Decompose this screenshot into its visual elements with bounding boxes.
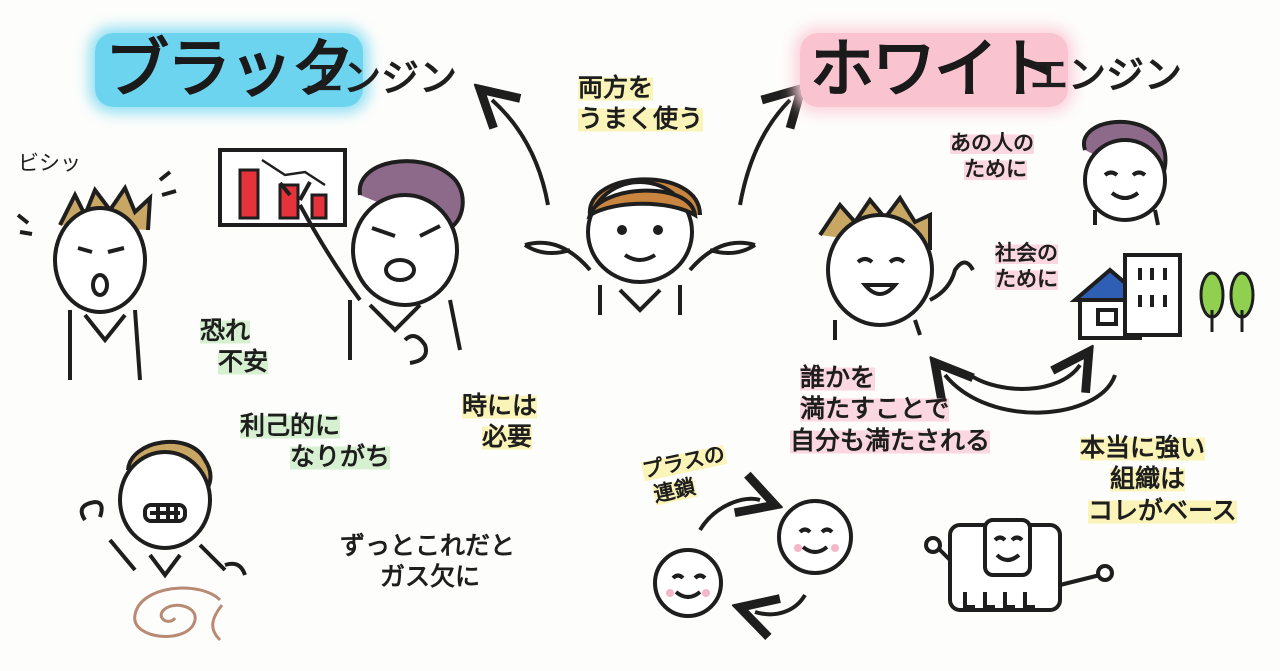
arrow-to-black — [492, 100, 550, 206]
fulfill-line3: 自分も満たされる — [790, 425, 991, 455]
for-society-line1: 社会の — [995, 241, 1058, 265]
fulfill-line1: 誰かを — [800, 363, 876, 392]
exhausted-man-illustration — [79, 439, 247, 579]
gas-empty-line2: ガス欠に — [380, 562, 481, 592]
arrow-to-white — [738, 100, 790, 206]
white-engine-title: ホワイト — [800, 30, 1068, 110]
center-note-line2: うまく使う — [578, 104, 704, 134]
black-title-main: ブラック — [95, 33, 363, 107]
angry-presenter-illustration — [278, 159, 465, 365]
society-icon — [1069, 253, 1182, 340]
robot-illustration — [924, 518, 1114, 612]
for-person-note: あの人の ために — [950, 130, 1034, 183]
cycle-arrow-bottom — [945, 375, 1117, 415]
tree-icons — [1199, 271, 1255, 332]
sometimes-note: 時には 必要 — [462, 390, 538, 453]
center-note: 両方を うまく使う — [578, 72, 704, 135]
for-society-note: 社会の ために — [995, 240, 1058, 293]
strong-org-note: 本当に強い 組織は コレがベース — [1080, 432, 1237, 526]
happy-man-illustration — [818, 194, 975, 340]
sometimes-line2: 必要 — [482, 422, 533, 452]
white-title-main: ホワイト — [800, 33, 1068, 107]
for-person-line2: ために — [964, 157, 1027, 182]
for-society-line2: ために — [995, 267, 1058, 292]
black-engine-subtitle: エンジン — [305, 56, 458, 100]
white-engine-subtitle: エンジン — [1030, 53, 1183, 97]
cycle-arrow-top — [968, 365, 1080, 389]
gas-empty-line1: ずっとこれだと — [340, 531, 516, 560]
fear-note: 恐れ 不安 — [200, 315, 269, 378]
fear-line2: 不安 — [218, 347, 269, 377]
sfx-text: ビシッ — [18, 151, 81, 175]
center-note-line1: 両方を — [578, 73, 654, 102]
fulfill-note: 誰かを 満たすことで 自分も満たされる — [790, 362, 991, 456]
black-engine-title: ブラック — [95, 30, 363, 110]
sometimes-line1: 時には — [462, 391, 538, 420]
selfish-note: 利己的に なりがち — [240, 410, 391, 473]
strong-org-line2: 組織は — [1110, 464, 1186, 494]
shocked-man-illustration — [16, 170, 177, 381]
for-person-line1: あの人の — [950, 131, 1034, 155]
fulfill-line2: 満たすことで — [800, 394, 950, 424]
curly-person-illustration — [1082, 119, 1168, 226]
spiral-smoke-icon — [133, 586, 224, 642]
smiley-chain-illustration — [653, 499, 853, 616]
fear-line1: 恐れ — [200, 316, 251, 345]
center-person-illustration — [523, 177, 757, 315]
strong-org-line3: コレがベース — [1088, 495, 1237, 525]
strong-org-line1: 本当に強い — [1080, 433, 1206, 462]
selfish-line2: なりがち — [290, 442, 391, 472]
gas-empty-note: ずっとこれだと ガス欠に — [340, 530, 515, 593]
selfish-line1: 利己的に — [240, 411, 341, 440]
